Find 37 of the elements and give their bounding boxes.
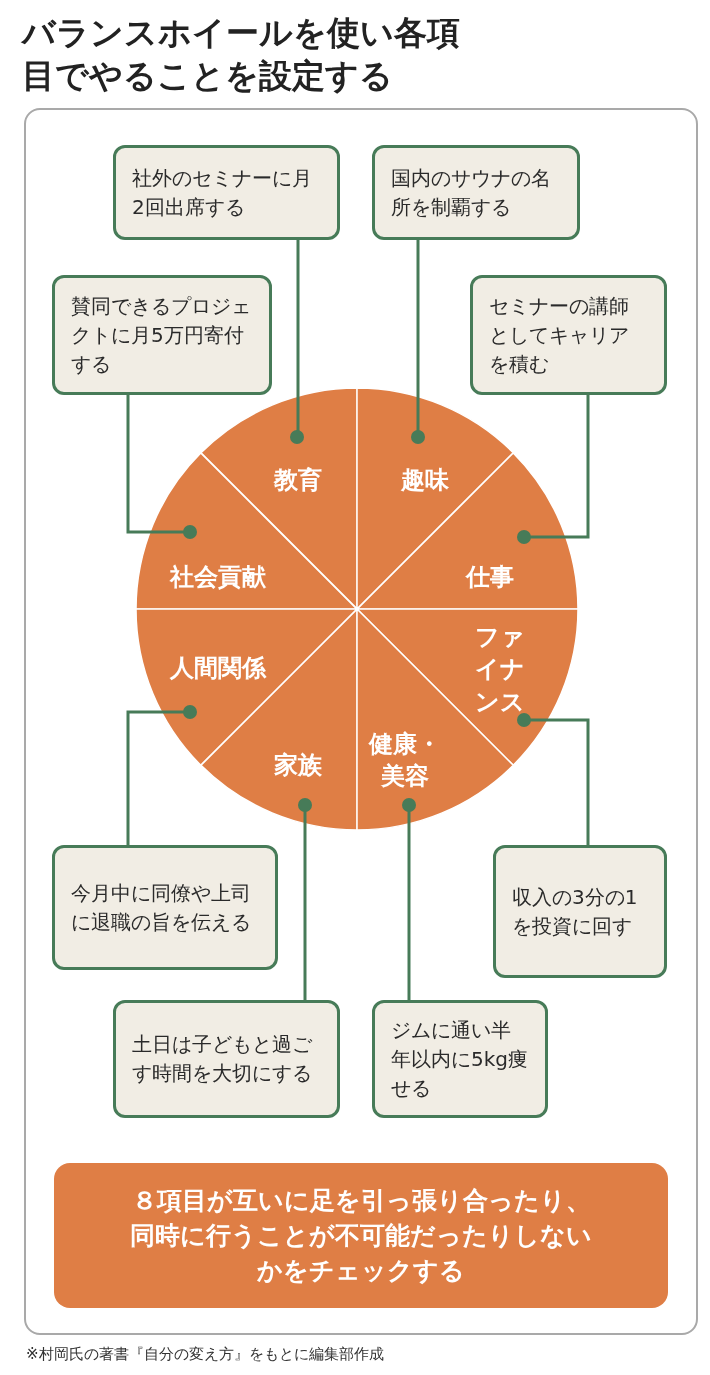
segment-label: 家族	[274, 749, 322, 781]
goal-box	[52, 275, 272, 395]
goal-box	[113, 1000, 340, 1118]
goal-text: 社外のセミナーに月2回出席する	[132, 164, 313, 221]
goal-text: ジムに通い半年以内に5kg痩せる	[391, 1016, 529, 1102]
segment-label: ファイナンス	[474, 622, 526, 719]
caption: ※村岡氏の著書『自分の変え方』をもとに編集部作成	[26, 1344, 384, 1365]
summary-text: ８項目が互いに足を引っ張り合ったり、同時に行うことが不可能だったりしないかをチェックする	[129, 1185, 593, 1287]
leader-line	[126, 395, 197, 539]
leader-line	[402, 798, 416, 1000]
title: バランスホイールを使い各項目でやることを設定する	[22, 12, 461, 97]
summary-banner	[54, 1163, 668, 1308]
leader-line	[298, 798, 312, 1000]
segment-label: 趣味	[401, 464, 449, 496]
leader-line	[126, 705, 197, 845]
goal-text: 今月中に同僚や上司に退職の旨を伝える	[71, 879, 252, 936]
segment-label: 仕事	[466, 561, 514, 593]
goal-box	[372, 1000, 548, 1118]
goal-box	[113, 145, 340, 240]
leader-line	[517, 713, 590, 845]
goal-text: 賛同できるプロジェクトに月5万円寄付する	[71, 292, 252, 378]
leader-line	[411, 240, 425, 444]
goal-box	[493, 845, 667, 978]
segment-label: 健康・美容	[369, 728, 441, 792]
segment-label: 人間関係	[170, 652, 266, 684]
leader-line	[517, 395, 590, 544]
segment-label: 社会貢献	[170, 561, 266, 593]
goal-box	[372, 145, 580, 240]
goal-text: セミナーの講師としてキャリアを積む	[489, 292, 630, 378]
leader-line	[290, 240, 304, 444]
goal-text: 土日は子どもと過ごす時間を大切にする	[132, 1031, 313, 1087]
frame-panel	[24, 108, 698, 1335]
segment-label: 教育	[274, 464, 322, 496]
goal-text: 国内のサウナの名所を制覇する	[391, 164, 552, 221]
goal-box	[52, 845, 278, 970]
goal-text: 収入の3分の1を投資に回す	[512, 883, 639, 940]
goal-box	[470, 275, 667, 395]
